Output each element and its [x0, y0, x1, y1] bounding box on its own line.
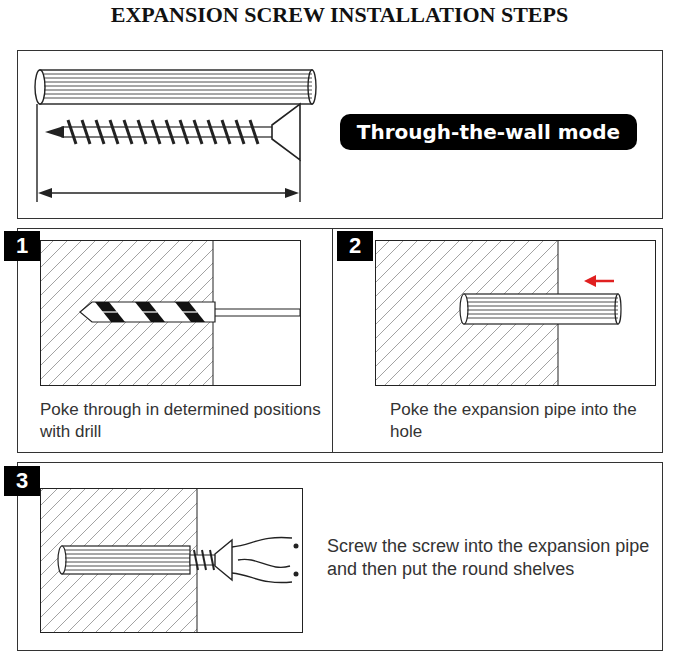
step-panel: Screw the screw into the expansion pipe … — [17, 462, 663, 651]
stroke — [44, 74, 312, 75]
screw — [45, 104, 300, 160]
stroke — [124, 120, 132, 144]
step-number-text: 3 — [16, 470, 28, 492]
stroke — [180, 120, 188, 144]
stroke — [250, 120, 258, 144]
stroke — [127, 311, 157, 312]
stroke — [65, 558, 190, 559]
stroke — [44, 94, 312, 95]
stroke — [44, 90, 312, 91]
expansion-pipe — [35, 70, 316, 104]
top-panel — [18, 51, 663, 219]
stroke — [467, 306, 618, 307]
wall-frame — [41, 489, 303, 633]
stroke — [110, 120, 118, 144]
step-number-text: 2 — [349, 235, 361, 257]
dimension-line — [37, 104, 300, 202]
stroke — [167, 311, 197, 312]
step-number: 3 — [4, 466, 40, 496]
stroke — [202, 550, 206, 570]
stroke — [467, 298, 618, 299]
expansion-pipe — [58, 546, 190, 574]
stroke — [96, 120, 104, 144]
step-caption: Screw the screw into the expansion pipe … — [327, 535, 657, 582]
stroke — [44, 78, 312, 79]
stroke — [166, 120, 174, 144]
stroke — [222, 120, 230, 144]
stroke — [467, 318, 618, 319]
mode-text: Through-the-wall mode — [357, 120, 620, 144]
step-caption: Poke the expansion pipe into the hole — [390, 399, 652, 443]
wall-frame — [41, 241, 301, 386]
stroke — [236, 120, 244, 144]
stroke — [194, 120, 202, 144]
stroke — [194, 550, 198, 570]
title: EXPANSION SCREW INSTALLATION STEPS — [0, 2, 679, 28]
stroke — [65, 554, 190, 555]
stroke — [210, 550, 214, 570]
stroke — [82, 120, 90, 144]
step-number: 2 — [337, 231, 373, 261]
step-caption: Poke through in determined positions wit… — [40, 399, 322, 443]
stroke — [138, 120, 146, 144]
wall-frame — [376, 241, 656, 386]
shelf-bracket — [232, 537, 299, 582]
expansion-pipe — [460, 294, 621, 324]
stroke — [44, 82, 312, 83]
stroke — [467, 310, 618, 311]
step-panel: Poke through in determined positions wit… — [17, 228, 333, 453]
stroke — [152, 120, 160, 144]
stroke — [65, 566, 190, 567]
step-panel: Poke the expansion pipe into the hole 2 — [332, 228, 663, 453]
push-arrow — [584, 275, 614, 287]
stroke — [44, 98, 312, 99]
stroke — [65, 570, 190, 571]
stroke — [87, 311, 117, 312]
stroke — [208, 120, 216, 144]
stroke — [65, 562, 190, 563]
wall — [40, 488, 197, 632]
stroke — [467, 314, 618, 315]
stroke — [467, 302, 618, 303]
stroke — [65, 550, 190, 551]
stroke — [68, 120, 76, 144]
stroke — [44, 86, 312, 87]
screw — [190, 540, 232, 580]
mode-label: Through-the-wall mode — [340, 114, 637, 150]
step-number-text: 1 — [16, 235, 28, 257]
step-number: 1 — [4, 231, 40, 261]
drill-bit — [80, 302, 300, 322]
